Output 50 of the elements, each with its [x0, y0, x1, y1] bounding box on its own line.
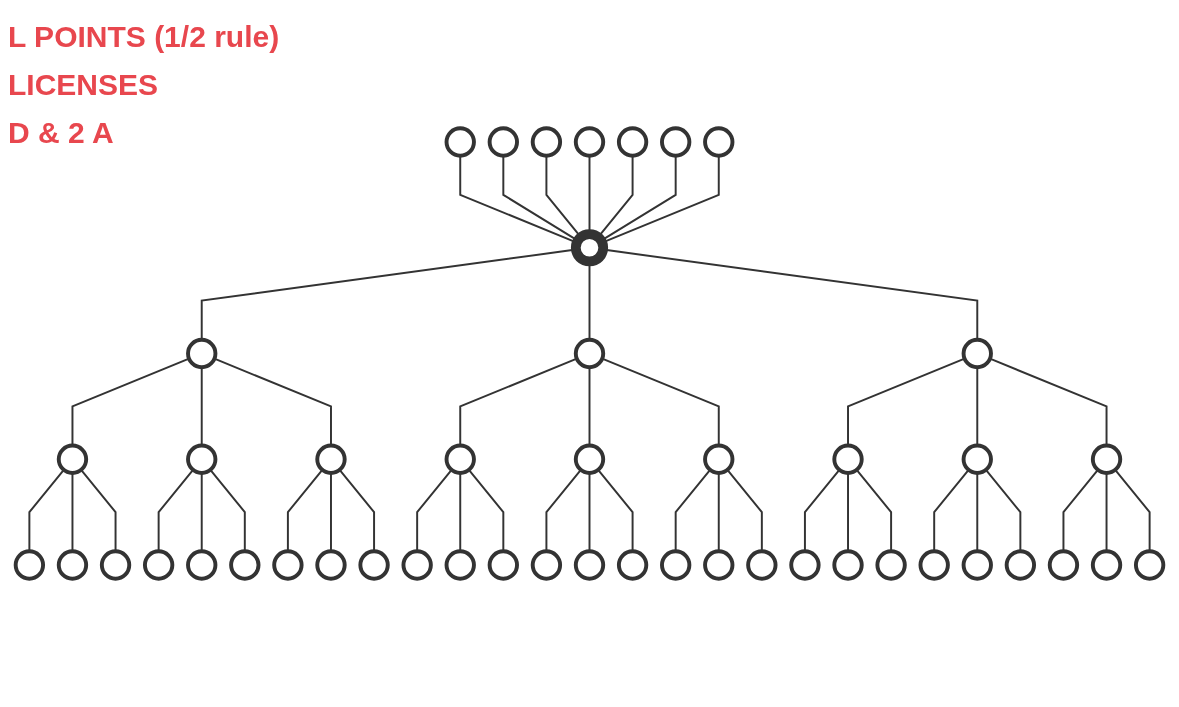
- node-circle: [1090, 549, 1123, 581]
- node-circle: [1133, 549, 1166, 581]
- node-circle: [573, 443, 606, 475]
- node-circle: [487, 126, 519, 158]
- node-circle: [530, 126, 563, 158]
- node-circle: [746, 549, 778, 581]
- node-circle: [961, 337, 993, 370]
- node-circle: [616, 549, 649, 581]
- node-circle: [530, 549, 563, 581]
- node-circle: [56, 443, 89, 475]
- node-circle: [703, 443, 735, 475]
- node-circle: [444, 549, 476, 581]
- node-circle: [961, 443, 993, 475]
- node-circle: [444, 126, 476, 158]
- node-circle: [832, 443, 864, 475]
- node-circle: [186, 443, 218, 475]
- note-text: L POINTS (1/2 rule): [8, 20, 280, 54]
- node-circle: [660, 549, 692, 581]
- node-circle: [272, 549, 304, 581]
- node-circle: [99, 549, 132, 581]
- node-circle: [832, 549, 864, 581]
- node-circle: [570, 229, 609, 267]
- note-text: LICENSES: [8, 68, 159, 102]
- note-text: D & 2 A: [8, 116, 114, 150]
- node-circle: [487, 549, 519, 581]
- node-circle: [142, 549, 175, 581]
- node-circle: [229, 549, 261, 581]
- node-circle: [616, 126, 649, 158]
- node-circle: [186, 549, 218, 581]
- node-circle: [56, 549, 89, 581]
- node-circle: [186, 337, 218, 370]
- node-circle: [358, 549, 390, 581]
- node-circle: [875, 549, 907, 581]
- node-circle: [401, 549, 433, 581]
- node-circle: [573, 549, 606, 581]
- node-circle: [1004, 549, 1037, 581]
- node-circle: [1090, 443, 1123, 475]
- node-circle: [444, 443, 476, 475]
- node-circle: [703, 126, 735, 158]
- node-circle: [961, 549, 993, 581]
- node-circle: [13, 549, 46, 581]
- node-circle: [918, 549, 950, 581]
- node-circle: [703, 549, 735, 581]
- node-circle: [573, 337, 606, 370]
- node-circle: [660, 126, 692, 158]
- node-circle: [1047, 549, 1080, 581]
- node-circle: [789, 549, 821, 581]
- node-circle: [315, 549, 347, 581]
- node-circle: [315, 443, 347, 475]
- node-circle: [573, 126, 606, 158]
